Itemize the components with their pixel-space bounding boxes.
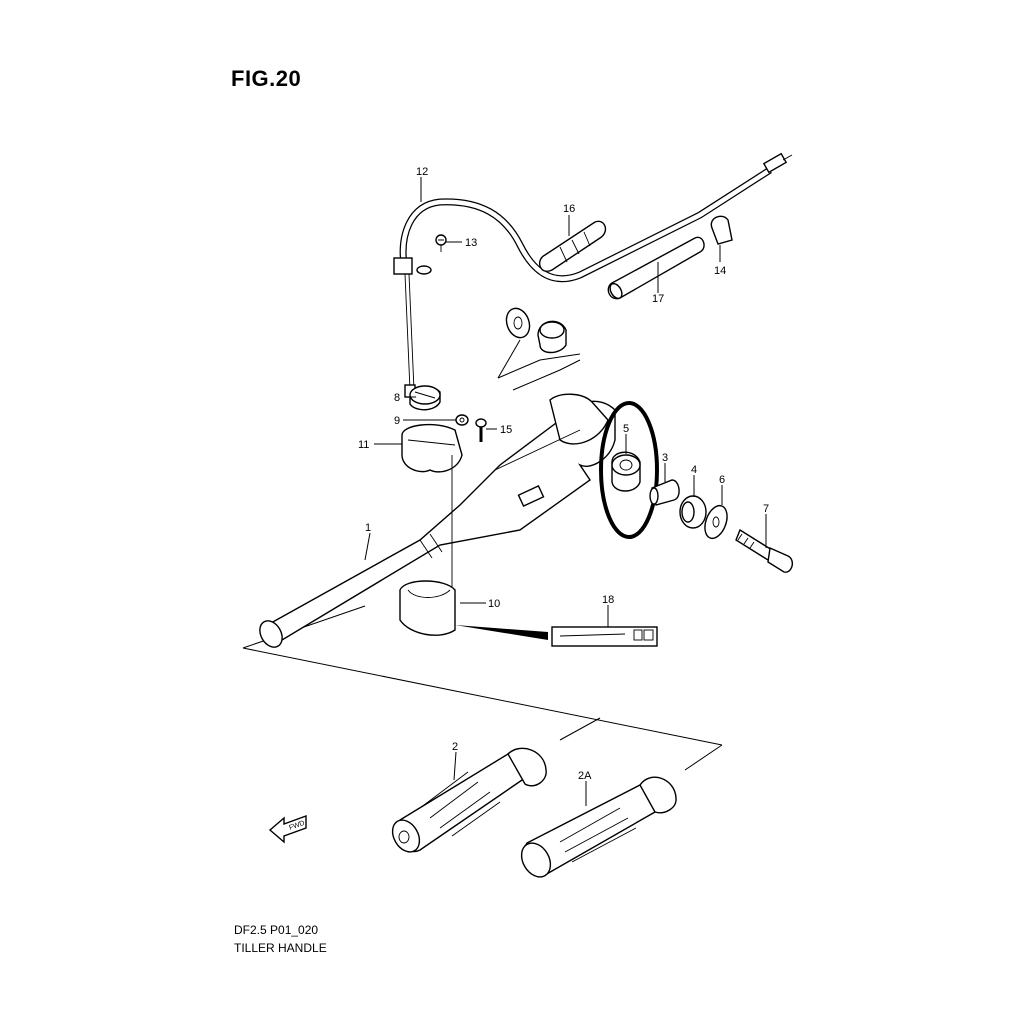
fwd-arrow-icon: FWD: [268, 815, 307, 844]
callout-3: 3: [662, 452, 668, 464]
callout-9: 9: [394, 415, 400, 427]
part-8-knob: [409, 385, 441, 411]
part-2a-grip: [520, 776, 677, 878]
leader-lines: [364, 177, 767, 806]
part-12-throttle-cable: [393, 152, 793, 398]
callout-12: 12: [416, 166, 428, 178]
part-9-nut: [455, 414, 469, 426]
part-3-collar: [649, 479, 680, 506]
callout-10: 10: [488, 598, 500, 610]
part-18-label: [455, 625, 658, 647]
callout-8: 8: [394, 392, 400, 404]
part-15-screw: [475, 418, 487, 442]
part-5-bushing: [611, 451, 641, 492]
callout-1: 1: [365, 522, 371, 534]
callout-14: 14: [714, 265, 726, 277]
part-10-clamp: [399, 580, 456, 636]
callout-16: 16: [563, 203, 575, 215]
callout-6: 6: [719, 474, 725, 486]
top-washers: [505, 307, 567, 354]
part-13-screw: [435, 234, 447, 252]
callout-15: 15: [500, 424, 512, 436]
callout-13: 13: [465, 237, 477, 249]
assembly-bracket-lines: [242, 339, 723, 771]
part-6-washer: [704, 504, 728, 540]
figure-code: DF2.5 P01_020: [234, 923, 319, 937]
figure-title: FIG.20: [231, 66, 302, 91]
highlight-circle: [599, 401, 659, 539]
callout-17: 17: [652, 293, 664, 305]
part-17-pipe: [607, 236, 705, 300]
callout-2a: 2A: [578, 770, 592, 782]
part-2-grip: [391, 747, 547, 853]
part-11-bracket: [401, 423, 463, 600]
callout-4: 4: [691, 464, 697, 476]
part-4-washer: [679, 495, 707, 529]
part-1-tiller-handle: [259, 393, 616, 648]
callout-11: 11: [358, 439, 369, 451]
part-14-clip: [710, 215, 733, 245]
callout-labels: 12 13 16 14 17 8 9 15 11 1 10 18 5 3 4 6…: [358, 166, 769, 782]
part-7-bolt: [735, 528, 794, 573]
callout-2: 2: [452, 741, 458, 753]
callout-7: 7: [763, 503, 769, 515]
callout-5: 5: [623, 423, 629, 435]
callout-18: 18: [602, 594, 614, 606]
part-16-tube: [538, 220, 607, 272]
figure-name: TILLER HANDLE: [234, 941, 327, 955]
